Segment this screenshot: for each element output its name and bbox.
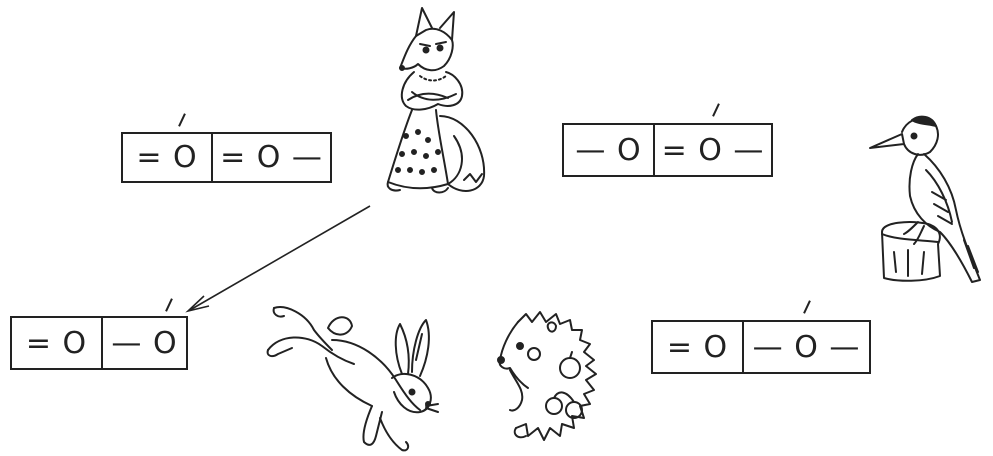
syllable-cell: — O — [742,322,869,372]
syllable-cell: = O — [211,134,330,181]
syllable-cell: = O [25,325,88,361]
word-scheme-2: — O = O — [562,123,773,177]
hedgehog-icon [497,311,597,441]
syllable-cell: — O [575,132,642,168]
syllable-cell: — O [101,318,186,368]
syllable-cell: = O — [653,125,771,175]
word-scheme-3: = O — O [10,316,188,370]
word-scheme-1: = O = O — [121,132,332,183]
hare-icon [266,306,439,452]
woodpecker-icon [869,115,981,283]
word-scheme-4: = O — O — [651,320,871,374]
syllable-cell: = O [666,329,729,365]
syllable-cell: = O [136,140,198,175]
fox-icon [386,7,486,194]
